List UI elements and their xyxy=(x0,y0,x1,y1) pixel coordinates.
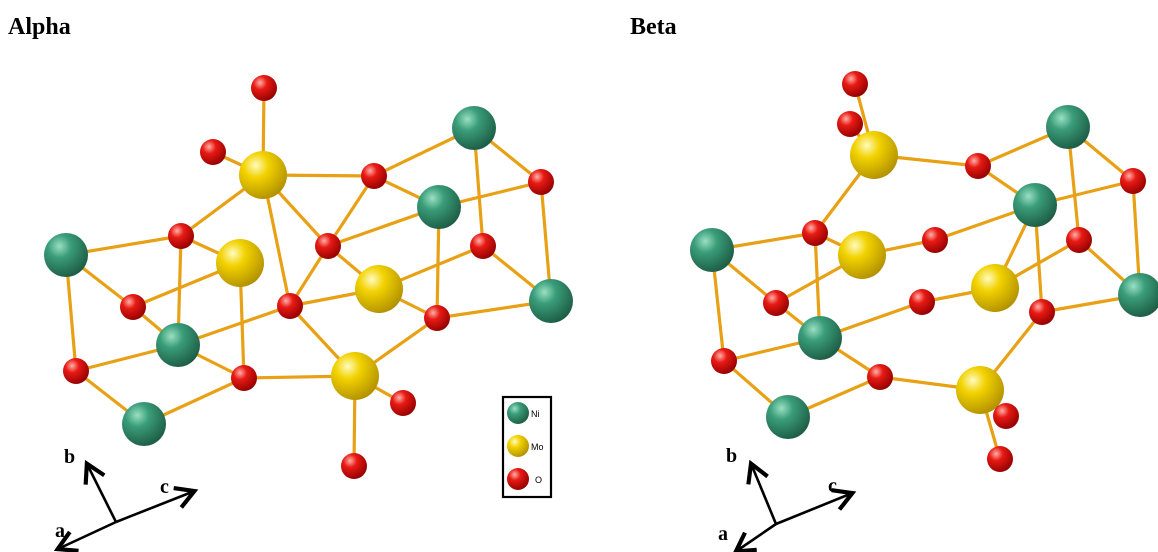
alpha-mo-atom xyxy=(239,151,287,199)
alpha-o-atom xyxy=(528,169,554,195)
beta-o-atom xyxy=(993,403,1019,429)
alpha-ni-atom xyxy=(156,323,200,367)
alpha-o-atom xyxy=(168,223,194,249)
beta-ni-atom xyxy=(1013,183,1057,227)
alpha-mo-atom xyxy=(331,352,379,400)
beta-c-label: c xyxy=(828,475,837,497)
alpha-o-atom xyxy=(63,358,89,384)
alpha-title: Alpha xyxy=(8,14,71,40)
beta-o-atom xyxy=(1066,227,1092,253)
beta-mo-atom xyxy=(838,231,886,279)
beta-ni-atom xyxy=(1046,105,1090,149)
beta-b-label: b xyxy=(726,445,737,467)
beta-o-atom xyxy=(987,446,1013,472)
alpha-o-atom xyxy=(470,233,496,259)
alpha-ni-atom xyxy=(452,106,496,150)
beta-o-atom xyxy=(867,364,893,390)
beta-mo-atom xyxy=(850,131,898,179)
alpha-o-atom xyxy=(390,390,416,416)
legend-o-swatch xyxy=(507,468,529,490)
beta-axis-triad: b c a xyxy=(718,445,857,552)
beta-b-axis-arrow xyxy=(746,459,778,525)
alpha-mo-atom xyxy=(355,265,403,313)
alpha-o-atom xyxy=(361,163,387,189)
beta-o-atom xyxy=(711,348,737,374)
alpha-ni-atom xyxy=(44,233,88,277)
beta-mo-atom xyxy=(956,366,1004,414)
alpha-a-axis-arrow xyxy=(53,520,117,552)
alpha-ni-atom xyxy=(417,185,461,229)
legend-o-label: O xyxy=(535,475,542,485)
beta-ni-atom xyxy=(1118,273,1158,317)
alpha-b-label: b xyxy=(64,446,75,468)
alpha-structure xyxy=(44,75,573,479)
legend-mo-label: Mo xyxy=(531,442,544,452)
alpha-mo-atom xyxy=(216,239,264,287)
beta-o-atom xyxy=(909,289,935,315)
beta-o-atom xyxy=(922,227,948,253)
beta-o-atom xyxy=(837,111,863,137)
beta-a-label: a xyxy=(718,523,728,545)
alpha-c-axis-arrow xyxy=(115,485,199,524)
alpha-a-label: a xyxy=(55,520,65,542)
element-legend: Ni Mo O xyxy=(501,395,553,499)
beta-a-axis-arrow xyxy=(732,522,777,552)
alpha-o-atom xyxy=(251,75,277,101)
alpha-o-atom xyxy=(120,294,146,320)
beta-o-atom xyxy=(802,220,828,246)
legend-mo-swatch xyxy=(507,435,529,457)
alpha-ni-atom xyxy=(529,279,573,323)
beta-title: Beta xyxy=(630,14,677,40)
alpha-c-label: c xyxy=(160,476,169,498)
beta-ni-atom xyxy=(766,395,810,439)
alpha-b-axis-arrow xyxy=(83,459,118,523)
beta-o-atom xyxy=(1120,168,1146,194)
beta-structure xyxy=(690,71,1158,472)
beta-o-atom xyxy=(763,290,789,316)
beta-o-atom xyxy=(1029,299,1055,325)
alpha-o-atom xyxy=(200,139,226,165)
alpha-axis-triad: b c a xyxy=(53,446,199,552)
alpha-o-atom xyxy=(341,453,367,479)
alpha-o-atom xyxy=(231,365,257,391)
alpha-bond xyxy=(326,174,376,248)
alpha-ni-atom xyxy=(122,402,166,446)
beta-o-atom xyxy=(965,153,991,179)
beta-ni-atom xyxy=(798,316,842,360)
alpha-o-atom xyxy=(277,293,303,319)
legend-ni-label: Ni xyxy=(531,409,540,419)
legend-ni-swatch xyxy=(507,402,529,424)
alpha-o-atom xyxy=(315,233,341,259)
alpha-atoms xyxy=(44,75,573,479)
beta-atoms xyxy=(690,71,1158,472)
beta-o-atom xyxy=(842,71,868,97)
beta-c-axis-arrow xyxy=(775,488,857,526)
beta-ni-atom xyxy=(690,228,734,272)
beta-mo-atom xyxy=(971,264,1019,312)
alpha-o-atom xyxy=(424,305,450,331)
